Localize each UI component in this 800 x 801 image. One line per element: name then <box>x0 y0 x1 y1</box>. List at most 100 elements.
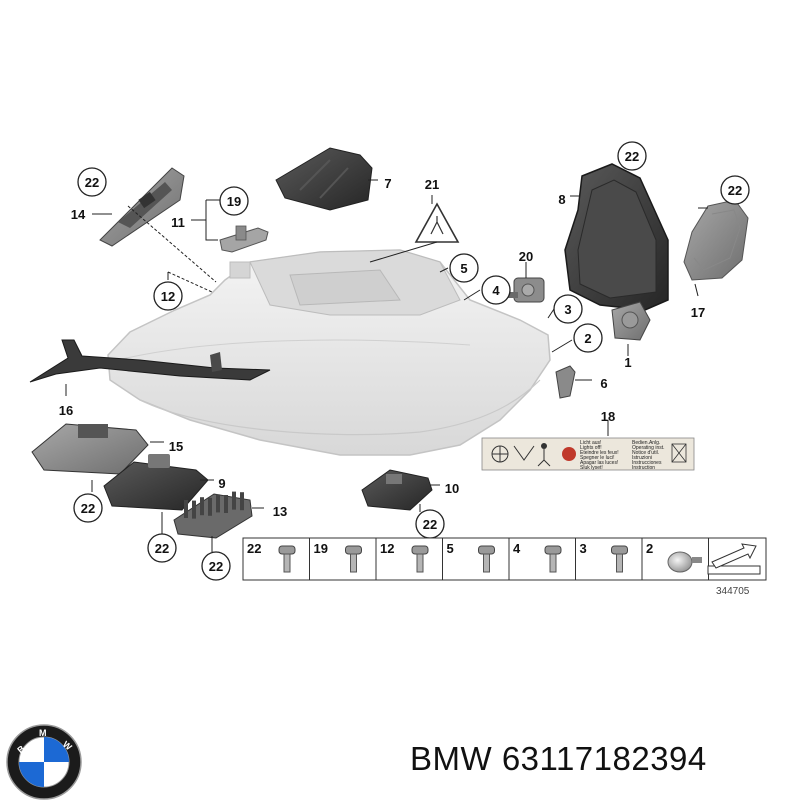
callout-number: 16 <box>59 403 73 418</box>
callout-number: 15 <box>169 439 183 454</box>
fin <box>224 495 228 513</box>
heat-sink-fins <box>184 491 244 519</box>
callout-c17: 17 <box>691 305 705 320</box>
fastener-icon <box>611 545 628 573</box>
part-21-warning-triangle <box>414 202 460 243</box>
callout-circle <box>553 294 583 324</box>
callout-number: 22 <box>85 175 99 190</box>
callout-number: 18 <box>601 409 615 424</box>
callout-number: 22 <box>155 541 169 556</box>
strip-cell: 5 <box>447 538 510 580</box>
strip-number: 5 <box>447 541 454 556</box>
callout-circle <box>449 253 479 283</box>
callout-c5: 5 <box>449 253 479 283</box>
callout-number: 17 <box>691 305 705 320</box>
part-7-cover <box>275 147 373 211</box>
strip-cell: 2 <box>646 538 709 580</box>
callout-c19: 19 <box>219 186 249 216</box>
callout-number: 22 <box>423 517 437 532</box>
callout-number: 4 <box>492 283 500 298</box>
callout-c22_13: 22 <box>201 551 231 581</box>
callout-c18: 18 <box>601 409 615 424</box>
fastener-icon <box>667 551 702 573</box>
callout-number: 1 <box>624 355 631 370</box>
callout-c13: 13 <box>273 504 287 519</box>
caption-brand: BMW <box>410 740 493 777</box>
callout-c10: 10 <box>445 481 459 496</box>
callout-c14: 14 <box>71 207 86 222</box>
part-6-connector <box>555 365 576 399</box>
callout-circle <box>720 175 750 205</box>
fastener-icon <box>478 545 495 573</box>
fastener-icon <box>411 545 429 573</box>
diagram-code: 344705 <box>716 586 750 597</box>
warning-label-line: Lights off! <box>580 445 602 451</box>
callout-circle <box>573 323 603 353</box>
callout-number: 22 <box>728 183 742 198</box>
part-17-reflector <box>683 199 749 281</box>
callout-number: 22 <box>209 559 223 574</box>
callout-number: 10 <box>445 481 459 496</box>
callout-number: 12 <box>161 289 175 304</box>
callout-c21: 21 <box>425 177 439 192</box>
part-10-module <box>361 469 433 511</box>
callout-c1: 1 <box>624 355 631 370</box>
strip-number: 3 <box>580 541 587 556</box>
callout-number: 11 <box>171 215 185 230</box>
callout-c12: 12 <box>153 281 183 311</box>
part-14-control-unit <box>99 167 185 247</box>
headlight-housing <box>107 249 551 456</box>
callout-c22_flap: 22 <box>77 167 107 197</box>
part-19-bracket <box>219 225 269 253</box>
callout-c11: 11 <box>171 215 185 230</box>
fin <box>184 500 188 518</box>
warning-label-line: Licht aus! <box>580 440 601 446</box>
leader-lines <box>65 179 708 552</box>
callout-number: 22 <box>81 501 95 516</box>
callout-circle <box>201 551 231 581</box>
warning-label-lines-left: Licht aus!Lights off!Eteindre les feux!S… <box>580 440 619 471</box>
fin <box>216 494 220 513</box>
callout-circle <box>481 275 511 305</box>
callout-c9: 9 <box>218 476 225 491</box>
warning-label-line: Operating inst. <box>632 445 665 451</box>
callout-number: 6 <box>600 376 607 391</box>
part-1-socket <box>611 301 651 341</box>
part-13-heat-sink <box>173 491 253 539</box>
callout-number: 9 <box>218 476 225 491</box>
callout-circle <box>153 281 183 311</box>
fin <box>200 497 204 516</box>
strip-cell: 12 <box>380 538 443 580</box>
warning-label-line: Eteindre les feux! <box>580 450 619 456</box>
callout-c4: 4 <box>481 275 511 305</box>
callout-circle <box>147 533 177 563</box>
callout-number: 5 <box>460 261 467 276</box>
callout-c8: 8 <box>558 192 565 207</box>
warning-label-line: Instruction <box>632 465 655 471</box>
callout-c3: 3 <box>553 294 583 324</box>
strip-number: 2 <box>646 541 653 556</box>
strip-cell: 22 <box>247 538 310 580</box>
callout-c2: 2 <box>573 323 603 353</box>
callout-c20: 20 <box>519 249 533 264</box>
strip-number: 12 <box>380 541 394 556</box>
warning-label-line: Spegner le luci! <box>580 455 614 461</box>
warning-label-line: Istruzioni <box>632 455 652 461</box>
fin <box>208 497 212 516</box>
warning-label-lines-right: Bedien.Anlg.Operating inst.Notice d'util… <box>632 440 665 471</box>
callout-c22_10: 22 <box>415 509 445 539</box>
warning-label-line: Apagar las luces! <box>580 460 618 466</box>
fin <box>232 491 236 510</box>
part-20-leveling-motor <box>504 277 545 303</box>
callout-c15: 15 <box>169 439 183 454</box>
callout-number: 20 <box>519 249 533 264</box>
strip-number: 22 <box>247 541 261 556</box>
callout-number: 19 <box>227 194 241 209</box>
part-caption: BMW 63117182394 <box>410 740 707 778</box>
callout-circle <box>73 493 103 523</box>
part-8-rear-cover <box>564 163 669 311</box>
callout-number: 8 <box>558 192 565 207</box>
callout-number: 13 <box>273 504 287 519</box>
logo-letter-b: B <box>15 743 27 755</box>
